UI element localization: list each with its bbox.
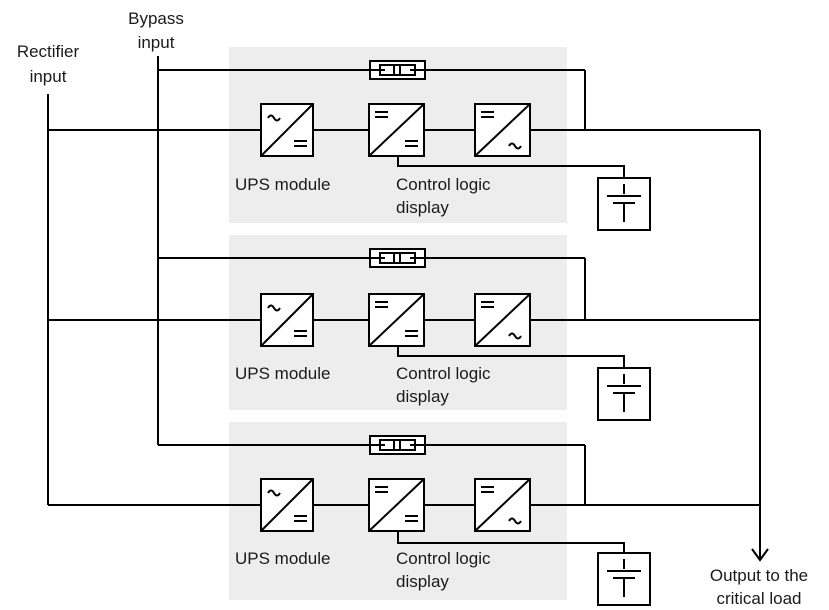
rectifier-input-label: Rectifier input (17, 42, 80, 86)
ups-module-label: UPS module (235, 549, 330, 568)
display-label: display (396, 198, 449, 217)
dc-to-ac-inverter-icon (474, 478, 531, 532)
battery-icon (597, 367, 651, 421)
ac-to-dc-converter-icon (260, 478, 314, 532)
ups-module-1: UPS module Control logic display (48, 47, 760, 231)
dc-to-dc-converter-icon (368, 478, 425, 532)
ups-module-2: UPS module Control logic display (48, 235, 760, 421)
dc-to-ac-inverter-icon (474, 293, 531, 347)
output-arrow-icon (751, 548, 769, 562)
output-label: Output to the critical load (710, 566, 808, 608)
control-logic-label: Control logic (396, 549, 491, 568)
bypass-line (158, 444, 586, 505)
dc-to-ac-inverter-icon (474, 103, 531, 157)
battery-branch (397, 346, 625, 368)
bypass-line (158, 69, 586, 130)
output-label-line1: Output to the (710, 566, 808, 585)
battery-icon (597, 552, 651, 606)
bypass-input-label: Bypass input (128, 9, 184, 52)
dc-to-dc-converter-icon (368, 293, 425, 347)
rectifier-input-label-line2: input (30, 67, 67, 86)
bypass-input-label-line2: input (138, 33, 175, 52)
ac-to-dc-converter-icon (260, 103, 314, 157)
dc-to-dc-converter-icon (368, 103, 425, 157)
battery-branch (397, 156, 625, 178)
display-label: display (396, 572, 449, 591)
rectifier-input-label-line1: Rectifier (17, 42, 80, 61)
output-label-line2: critical load (716, 589, 801, 608)
static-bypass-switch-icon (369, 60, 426, 80)
bypass-line (158, 257, 586, 320)
control-logic-label: Control logic (396, 364, 491, 383)
battery-branch (397, 531, 625, 553)
control-logic-label: Control logic (396, 175, 491, 194)
ups-module-label: UPS module (235, 175, 330, 194)
display-label: display (396, 387, 449, 406)
ac-to-dc-converter-icon (260, 293, 314, 347)
static-bypass-switch-icon (369, 248, 426, 268)
battery-icon (597, 177, 651, 231)
ups-module-label: UPS module (235, 364, 330, 383)
bypass-input-label-line1: Bypass (128, 9, 184, 28)
ups-module-3: UPS module Control logic display (48, 422, 760, 606)
static-bypass-switch-icon (369, 435, 426, 455)
